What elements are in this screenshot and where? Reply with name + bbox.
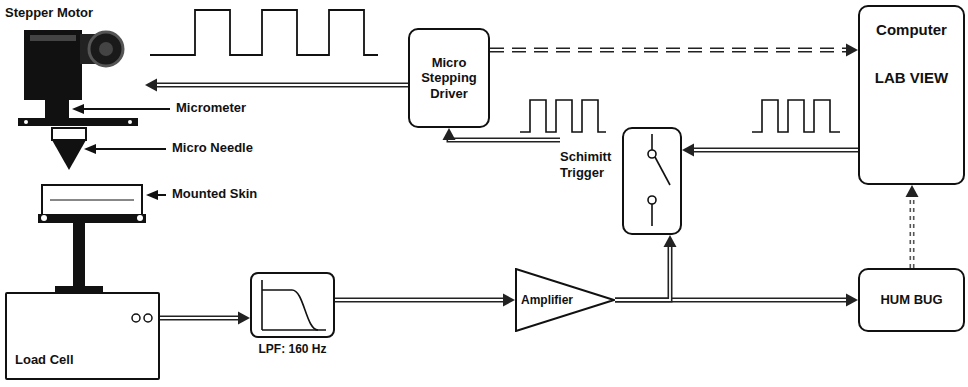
leader-line — [94, 148, 166, 150]
connector-line — [449, 138, 560, 140]
switch-wire — [651, 134, 653, 150]
motor-knob — [89, 32, 123, 66]
filter-axis — [261, 280, 263, 330]
node-text: LPF: 160 Hz — [250, 342, 335, 356]
arrow-head — [664, 235, 677, 247]
arrow-head — [682, 144, 694, 157]
connector-line-inner — [615, 245, 670, 300]
arrow-head — [238, 312, 250, 325]
connector — [906, 185, 919, 268]
base-hole — [41, 215, 47, 221]
motor-body — [24, 30, 82, 100]
connector — [682, 144, 858, 157]
box-outline — [250, 272, 335, 338]
switch-contact — [648, 196, 656, 204]
connector — [443, 128, 561, 140]
needle-cone — [52, 140, 86, 170]
motor-knob-center — [99, 42, 113, 56]
leader-head — [84, 144, 96, 154]
leader-head — [146, 190, 158, 200]
node-text: HUM BUG — [862, 292, 961, 308]
connector-line — [155, 83, 408, 88]
connector — [160, 312, 250, 325]
motor-node: Stepper Motor — [5, 5, 145, 105]
hum-bug-box: HUM BUG — [858, 268, 965, 332]
node-text: LAB VIEW — [862, 69, 961, 87]
skin-base — [38, 214, 146, 223]
connector-line-inner — [155, 84, 408, 86]
node-text: Amplifier — [521, 293, 593, 307]
computer-box: ComputerLAB VIEW — [858, 5, 965, 185]
node-text: Micro Stepping Driver — [412, 55, 486, 102]
switch-wire — [651, 204, 653, 226]
skin-frame — [42, 185, 142, 215]
connector-line-inner — [911, 195, 913, 268]
pulse-train — [150, 10, 378, 55]
base-hole — [137, 215, 143, 221]
node-text: Load Cell — [15, 352, 135, 368]
box-outline — [622, 127, 682, 235]
arrow-head — [906, 185, 919, 197]
micrometer-block — [45, 100, 69, 118]
switch-contact — [648, 150, 656, 158]
load-cell: Load Cell — [5, 292, 160, 380]
part-label: Mounted Skin — [172, 186, 257, 202]
connector — [615, 235, 677, 300]
leader-line — [82, 108, 170, 110]
connector — [335, 294, 515, 307]
connector-line-inner — [160, 317, 240, 319]
arrow-head — [846, 294, 858, 307]
arrow-head — [145, 79, 157, 92]
arrow-head — [846, 44, 858, 57]
part-label: Micrometer — [176, 100, 246, 116]
connector-line-inner — [449, 138, 560, 140]
connector — [490, 44, 858, 57]
node-text: Computer — [862, 21, 961, 39]
motor-shade — [30, 35, 76, 41]
bar-hole — [24, 120, 28, 124]
pulse-train — [520, 100, 606, 132]
part-label: Micro Needle — [172, 140, 253, 156]
leader-head — [72, 104, 84, 114]
lpf-box: LPF: 160 Hz — [250, 272, 335, 364]
connector-line — [910, 195, 915, 268]
driver-box: Micro Stepping Driver — [408, 28, 490, 128]
skin-line — [50, 200, 134, 201]
node-text: Schimitt Trigger — [560, 149, 618, 180]
arrow-head — [503, 294, 515, 307]
cell-socket — [132, 314, 140, 322]
cell-socket — [144, 314, 152, 322]
connector-line-inner — [692, 149, 858, 151]
filter-curve — [262, 290, 318, 330]
schmitt-trigger: Schimitt Trigger — [560, 127, 682, 235]
needle-holder — [52, 128, 86, 140]
pulse-train — [752, 100, 840, 132]
switch-blade — [655, 157, 670, 185]
arrow-head — [443, 128, 456, 140]
connector-line — [692, 148, 858, 153]
connector-line — [615, 245, 670, 300]
node-text: Stepper Motor — [5, 5, 145, 21]
connector-line-inner — [335, 299, 505, 301]
connector-line-inner — [490, 49, 848, 51]
stand — [73, 223, 85, 286]
triangle-shape — [516, 269, 614, 331]
micrometer-bar — [18, 118, 138, 126]
amplifier: Amplifier — [515, 268, 615, 332]
bar-hole — [128, 120, 132, 124]
connector-line — [490, 48, 848, 53]
connector-line — [160, 316, 240, 321]
connector-line — [335, 298, 505, 303]
connector — [145, 79, 408, 92]
